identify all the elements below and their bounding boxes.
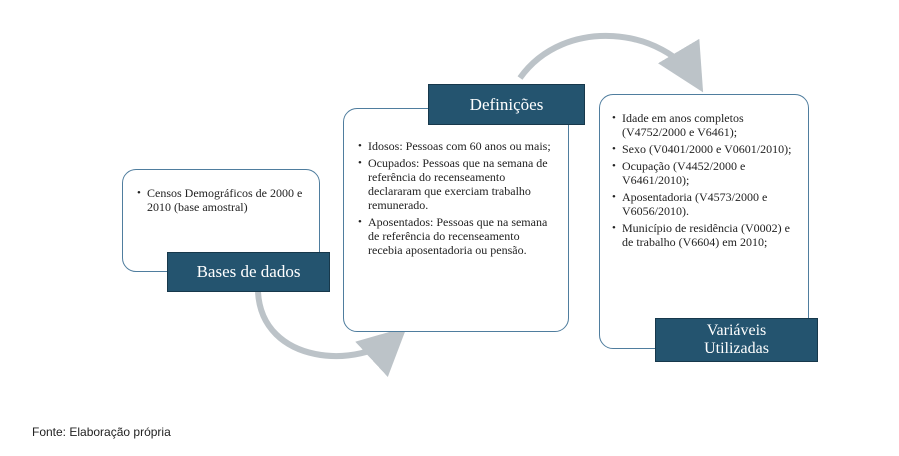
definicoes-list: Idosos: Pessoas com 60 anos ou mais; Ocu… [358, 139, 556, 257]
definicoes-box: Idosos: Pessoas com 60 anos ou mais; Ocu… [343, 108, 569, 332]
arrow-definicoes-to-variaveis [517, 33, 704, 93]
bases-list: Censos Demográficos de 2000 e 2010 (base… [137, 186, 309, 214]
variaveis-label: Variáveis Utilizadas [655, 318, 818, 362]
variaveis-item-sexo: Sexo (V0401/2000 e V0601/2010); [612, 142, 798, 156]
variaveis-label-line1: Variáveis [706, 322, 767, 339]
variaveis-item-idade: Idade em anos completos (V4752/2000 e V6… [612, 111, 798, 139]
definicoes-label: Definições [428, 84, 585, 125]
variaveis-item-aposentadoria: Aposentadoria (V4573/2000 e V6056/2010). [612, 190, 798, 218]
definicoes-label-text: Definições [469, 95, 544, 114]
variaveis-item-ocupacao: Ocupação (V4452/2000 e V6461/2010); [612, 159, 798, 187]
definicoes-item-aposentados: Aposentados: Pessoas que na semana de re… [358, 215, 556, 257]
variaveis-list: Idade em anos completos (V4752/2000 e V6… [612, 111, 798, 249]
bases-label-text: Bases de dados [196, 262, 301, 281]
source-caption: Fonte: Elaboração própria [32, 425, 171, 439]
variaveis-label-line2: Utilizadas [704, 340, 769, 357]
bases-label: Bases de dados [167, 252, 330, 292]
variaveis-item-municipio: Município de residência (V0002) e de tra… [612, 221, 798, 249]
bases-item: Censos Demográficos de 2000 e 2010 (base… [137, 186, 309, 214]
arrow-bases-to-definicoes [255, 291, 407, 378]
variaveis-box: Idade em anos completos (V4752/2000 e V6… [599, 94, 809, 349]
definicoes-item-idosos: Idosos: Pessoas com 60 anos ou mais; [358, 139, 556, 153]
definicoes-item-ocupados: Ocupados: Pessoas que na semana de refer… [358, 156, 556, 212]
